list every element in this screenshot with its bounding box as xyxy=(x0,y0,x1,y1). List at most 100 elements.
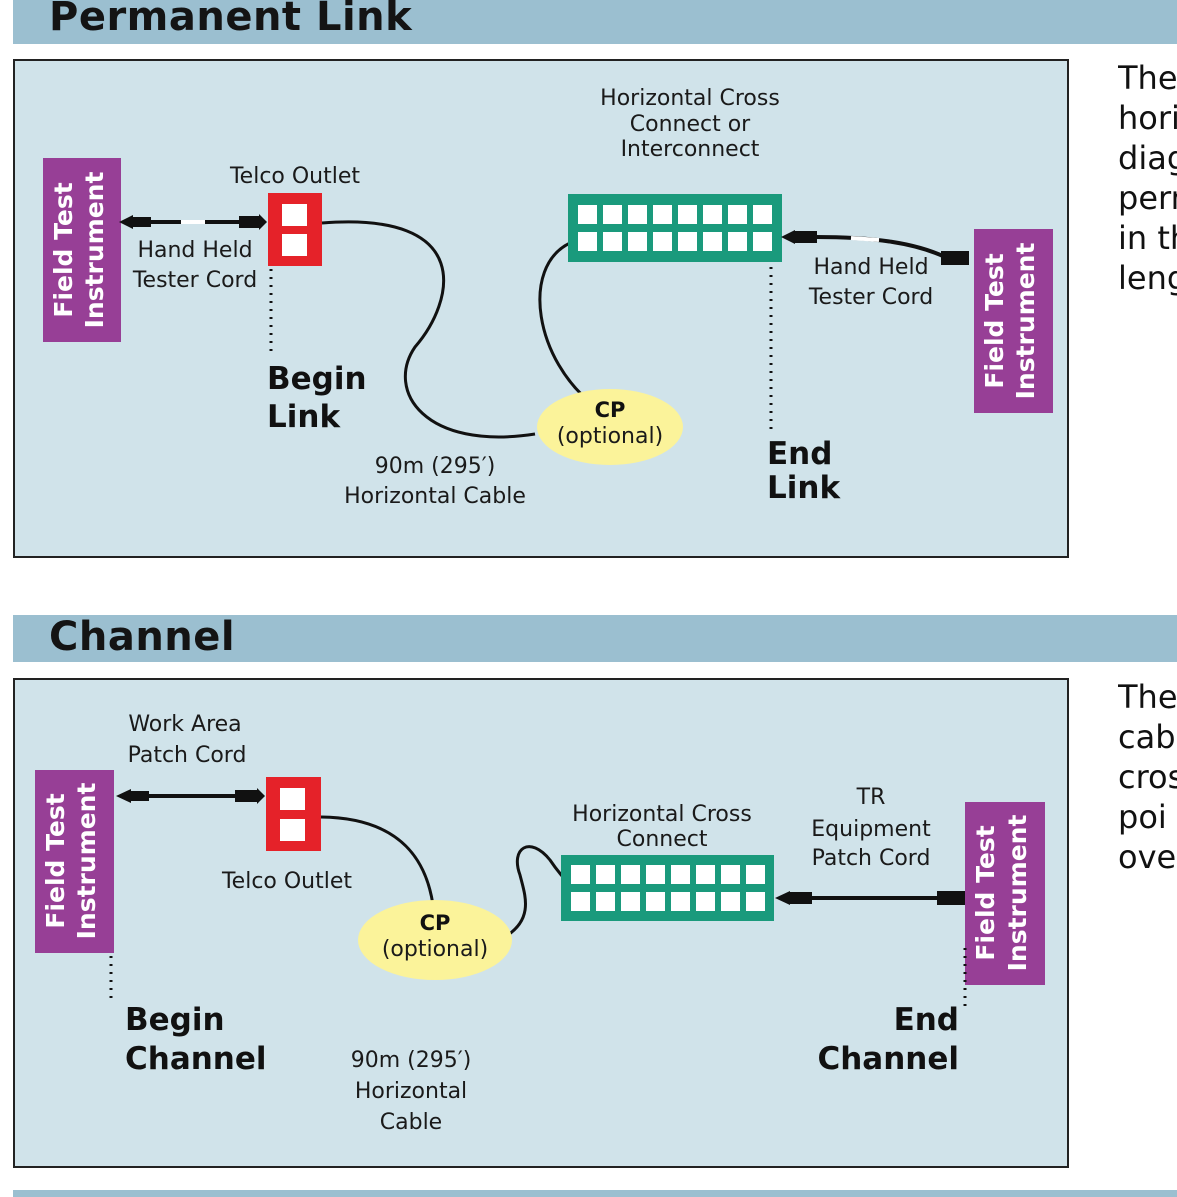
pl-right-tester-cord xyxy=(781,230,969,265)
ch-cp-label: CP xyxy=(420,911,451,935)
pl-left-instrument: Field Test Instrument xyxy=(43,158,121,342)
patch-port xyxy=(653,205,672,224)
patch-port xyxy=(696,892,715,911)
ch-tr-cord-label-1: TR xyxy=(856,785,886,810)
patch-port xyxy=(621,865,640,884)
pl-left-instrument-line2: Instrument xyxy=(80,172,109,329)
next-section-header xyxy=(13,1190,1177,1197)
ch-tr-cord-label-2: Equipment xyxy=(811,817,931,842)
patch-port xyxy=(753,205,772,224)
ch-side-line: ove xyxy=(1118,838,1177,876)
pl-cross-connect-label-3: Interconnect xyxy=(621,137,760,162)
patch-port xyxy=(721,865,740,884)
patch-port xyxy=(746,892,765,911)
channel-panel: Field Test Instrument Begin Channel Work… xyxy=(13,678,1069,1168)
channel-header: Channel xyxy=(13,614,1177,662)
ch-begin-line2: Channel xyxy=(125,1041,267,1077)
patch-port xyxy=(753,232,772,251)
patch-port xyxy=(746,865,765,884)
ch-consolidation-point: CP (optional) xyxy=(358,900,512,980)
pl-left-tester-cord xyxy=(119,214,267,230)
pl-horizontal-cable xyxy=(321,220,536,439)
ch-work-area-label-1: Work Area xyxy=(128,712,241,737)
ch-cp-optional: (optional) xyxy=(382,937,488,962)
patch-port xyxy=(671,892,690,911)
pl-right-cord-label-1: Hand Held xyxy=(813,255,928,280)
patch-port xyxy=(703,232,722,251)
channel-title: Channel xyxy=(49,614,236,660)
ch-horizontal-cable xyxy=(320,815,435,906)
permanent-link-header: Permanent Link xyxy=(13,0,1177,44)
patch-port xyxy=(596,865,615,884)
pl-side-line: in th xyxy=(1118,219,1177,257)
pl-cable-label-1: 90m (295′) xyxy=(375,454,496,479)
ch-end-line2: Channel xyxy=(817,1041,959,1077)
ch-end-line1: End xyxy=(894,1002,959,1038)
pl-telco-outlet xyxy=(268,193,322,266)
ch-cable-label-1: 90m (295′) xyxy=(351,1048,472,1073)
patch-port xyxy=(678,205,697,224)
ch-side-line: poi xyxy=(1118,798,1167,836)
ch-cross-connect-label-2: Connect xyxy=(617,827,708,852)
pl-side-line: leng xyxy=(1118,259,1177,297)
pl-side-line: hori xyxy=(1118,99,1177,137)
patch-port xyxy=(603,232,622,251)
pl-left-instrument-line1: Field Test xyxy=(49,182,78,317)
ch-left-instrument-line1: Field Test xyxy=(41,793,70,928)
ch-right-instrument-line2: Instrument xyxy=(1003,815,1032,972)
patch-port xyxy=(721,892,740,911)
pl-cp-label: CP xyxy=(595,398,626,422)
ch-begin-line1: Begin xyxy=(125,1002,225,1038)
ch-work-area-label-2: Patch Cord xyxy=(128,743,247,768)
channel-description: The cab cros poi ove xyxy=(1118,677,1177,877)
pl-right-instrument-line2: Instrument xyxy=(1011,243,1040,400)
patch-port xyxy=(596,892,615,911)
ch-left-instrument-line2: Instrument xyxy=(72,783,101,940)
ch-side-line: cros xyxy=(1118,758,1177,796)
patch-port xyxy=(621,892,640,911)
pl-side-line: The xyxy=(1118,59,1177,97)
ch-tr-cord-label-3: Patch Cord xyxy=(812,846,931,871)
pl-side-line: diag xyxy=(1118,139,1177,177)
pl-cross-connect-label-1: Horizontal Cross xyxy=(600,86,780,111)
ch-left-instrument: Field Test Instrument xyxy=(35,770,114,953)
ch-right-instrument-line1: Field Test xyxy=(971,825,1000,960)
ch-work-area-patch-cord xyxy=(116,788,265,804)
channel-diagram: Field Test Instrument Begin Channel Work… xyxy=(35,712,1045,1135)
patch-port xyxy=(628,205,647,224)
pl-cable-label-2: Horizontal Cable xyxy=(344,484,526,509)
pl-cp-optional: (optional) xyxy=(557,424,663,449)
pl-cross-connect-panel xyxy=(568,194,782,262)
patch-port xyxy=(703,205,722,224)
pl-cable-to-cross-connect xyxy=(538,241,596,408)
patch-port xyxy=(671,865,690,884)
ch-right-instrument: Field Test Instrument xyxy=(965,802,1045,985)
ch-cross-connect-label-1: Horizontal Cross xyxy=(572,802,752,827)
pl-right-cord-label-2: Tester Cord xyxy=(808,285,933,310)
pl-begin-line2: Link xyxy=(267,399,341,435)
patch-port xyxy=(571,892,590,911)
patch-port xyxy=(696,865,715,884)
ch-tr-patch-cord xyxy=(775,891,965,905)
ch-telco-outlet xyxy=(266,777,321,851)
pl-end-line2: Link xyxy=(767,470,841,506)
patch-port xyxy=(653,232,672,251)
ch-side-line: The xyxy=(1118,678,1177,716)
patch-port xyxy=(578,205,597,224)
patch-port xyxy=(728,205,747,224)
ch-telco-outlet-label: Telco Outlet xyxy=(221,869,352,894)
pl-consolidation-point: CP (optional) xyxy=(537,389,683,465)
patch-port xyxy=(728,232,747,251)
pl-left-cord-label-1: Hand Held xyxy=(137,238,252,263)
ch-cross-connect-panel xyxy=(561,855,774,921)
permanent-link-description: The hori diag perm in th leng xyxy=(1118,58,1177,298)
ch-side-line: cab xyxy=(1118,718,1176,756)
pl-right-instrument: Field Test Instrument xyxy=(974,229,1053,413)
pl-right-instrument-line1: Field Test xyxy=(980,253,1009,388)
ch-cable-label-2: Horizontal xyxy=(355,1079,467,1104)
pl-cross-connect-label-2: Connect or xyxy=(630,112,751,137)
patch-port xyxy=(571,865,590,884)
patch-port xyxy=(646,892,665,911)
patch-port xyxy=(646,865,665,884)
permanent-link-diagram: Field Test Instrument Hand Held Tester C… xyxy=(43,86,1053,509)
